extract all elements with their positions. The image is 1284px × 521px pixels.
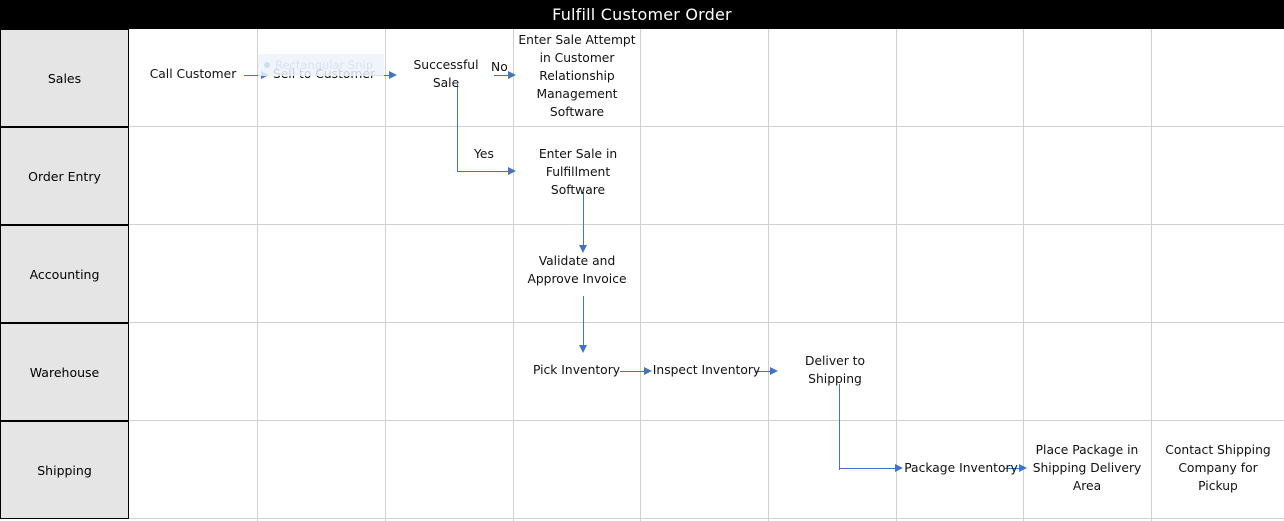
process-node-enter-sale-fulfillment[interactable]: Enter Sale in Fulfillment Software: [538, 147, 618, 197]
grid-column-line: [640, 29, 641, 521]
arrowhead-down-icon: [579, 345, 587, 353]
grid-column-line: [1023, 29, 1024, 521]
connector-inspect-to-deliver: [756, 371, 772, 373]
lane-label: Shipping: [37, 462, 92, 478]
arrowhead-right-icon: [508, 71, 516, 79]
swimlane-row-accounting: Accounting: [0, 225, 1284, 323]
grid-column-line: [768, 29, 769, 521]
branch-label-yes: Yes: [474, 147, 494, 161]
arrowhead-right-icon: [644, 367, 652, 375]
lane-label: Order Entry: [28, 168, 101, 184]
grid-column-line: [1151, 29, 1152, 521]
arrowhead-right-icon: [1019, 464, 1027, 472]
arrowhead-down-icon: [579, 245, 587, 253]
grid-column-line: [513, 29, 514, 521]
swimlane-row-sales: Sales: [0, 29, 1284, 127]
process-node-call-customer[interactable]: Call Customer: [149, 67, 237, 82]
connector-entersale-to-validate: [583, 192, 585, 246]
snip-dot-icon: [264, 62, 270, 68]
process-node-inspect-inventory[interactable]: Inspect Inventory: [652, 363, 761, 378]
lane-body-sales: [129, 29, 1284, 127]
swimlane-row-warehouse: Warehouse: [0, 323, 1284, 421]
lane-header-order-entry[interactable]: Order Entry: [0, 127, 129, 225]
connector-yes-horizontal: [457, 171, 511, 173]
snip-overlay-label: Rectangular Snip: [275, 58, 374, 72]
connector-validate-to-pick: [583, 296, 585, 348]
arrowhead-right-icon: [895, 464, 903, 472]
process-node-successful-sale[interactable]: Successful Sale: [413, 58, 479, 90]
connector-successful-no: [494, 75, 510, 77]
grid-column-line: [385, 29, 386, 521]
connector-yes-vertical: [457, 84, 459, 172]
lane-body-order-entry: [129, 127, 1284, 225]
connector-package-to-place: [1005, 468, 1021, 470]
arrowhead-right-icon: [508, 167, 516, 175]
connector-deliver-horizontal: [839, 468, 897, 470]
connector-pick-to-inspect: [620, 371, 646, 373]
diagram-title-bar: Fulfill Customer Order: [0, 0, 1284, 29]
swimlane-grid: Sales Order Entry Accounting Warehouse: [0, 29, 1284, 521]
swimlane-row-shipping: Shipping: [0, 421, 1284, 519]
connector-deliver-vertical: [839, 384, 841, 470]
process-node-contact-shipping[interactable]: Contact Shipping Company for Pickup: [1165, 443, 1271, 493]
lane-header-sales[interactable]: Sales: [0, 29, 129, 127]
grid-column-line: [257, 29, 258, 521]
lane-label: Warehouse: [29, 364, 100, 380]
arrowhead-right-icon: [770, 367, 778, 375]
process-node-place-package[interactable]: Place Package in Shipping Delivery Area: [1032, 443, 1142, 493]
lane-body-accounting: [129, 225, 1284, 323]
lane-header-warehouse[interactable]: Warehouse: [0, 323, 129, 421]
lane-body-shipping: [129, 421, 1284, 519]
process-node-enter-sale-attempt[interactable]: Enter Sale Attempt in Customer Relations…: [518, 33, 636, 119]
snip-tool-overlay: Rectangular Snip: [258, 54, 384, 76]
lane-body-warehouse: [129, 323, 1284, 421]
page-title: Fulfill Customer Order: [552, 5, 732, 24]
lane-header-accounting[interactable]: Accounting: [0, 225, 129, 323]
branch-label-no: No: [491, 60, 508, 74]
connector-call-to-sell: [244, 75, 262, 77]
lane-label: Accounting: [29, 266, 100, 282]
arrowhead-right-icon: [389, 71, 397, 79]
lane-label: Sales: [47, 70, 82, 86]
swimlane-row-order-entry: Order Entry: [0, 127, 1284, 225]
process-node-validate-approve-invoice[interactable]: Validate and Approve Invoice: [527, 254, 627, 286]
process-node-package-inventory[interactable]: Package Inventory: [904, 461, 1018, 476]
process-node-pick-inventory[interactable]: Pick Inventory: [532, 363, 621, 378]
lane-header-shipping[interactable]: Shipping: [0, 421, 129, 519]
process-node-deliver-to-shipping[interactable]: Deliver to Shipping: [804, 354, 866, 386]
grid-column-line: [896, 29, 897, 521]
